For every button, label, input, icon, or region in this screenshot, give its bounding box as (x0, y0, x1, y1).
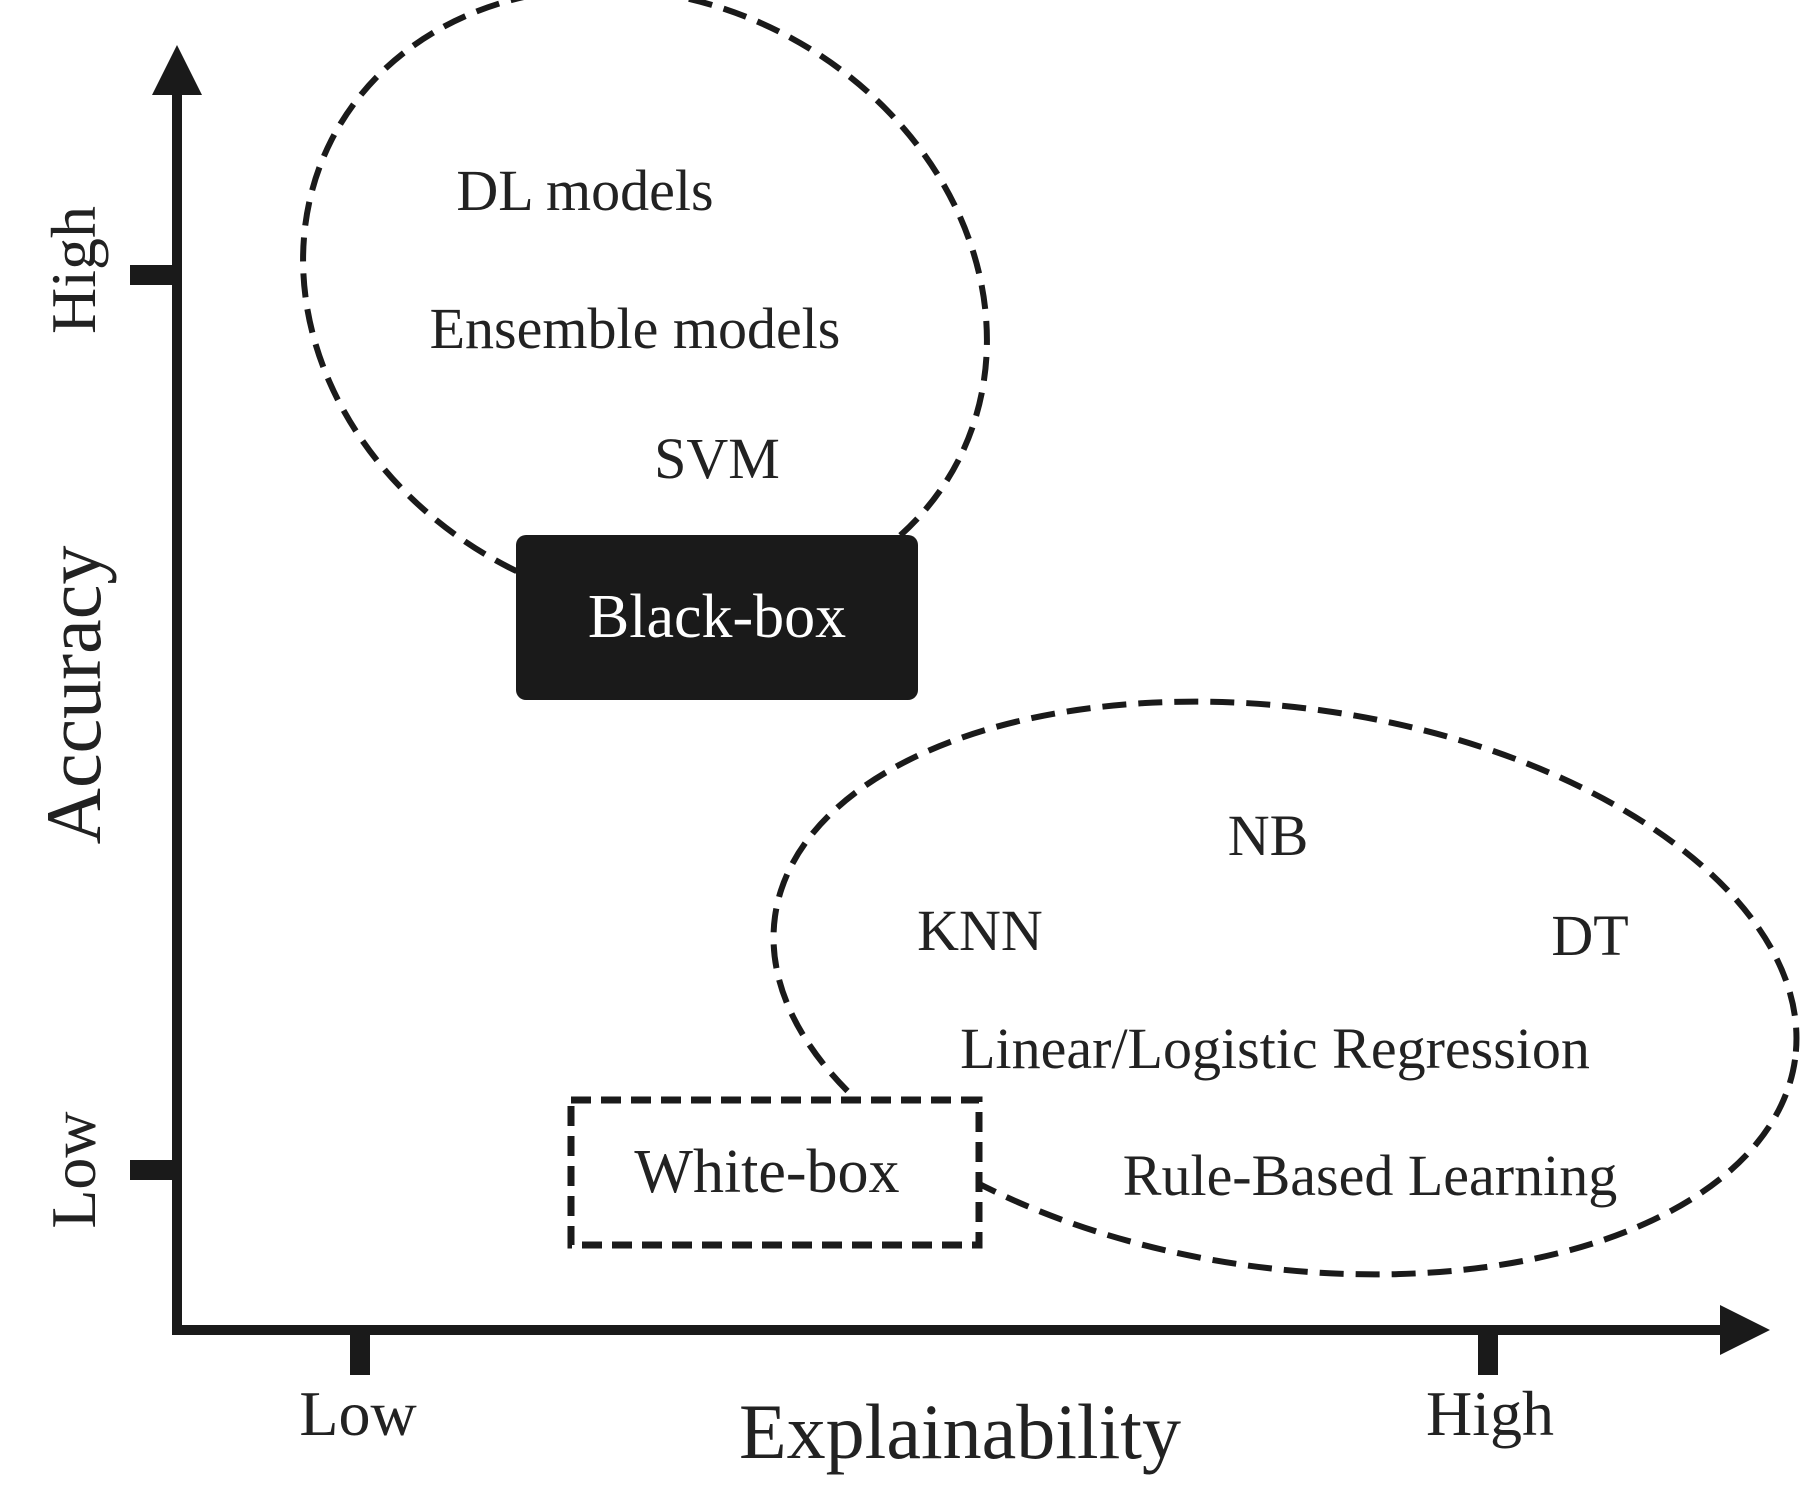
white-box-item: NB (1228, 803, 1309, 868)
black-box-label-box (516, 535, 918, 700)
black-box-item: SVM (654, 426, 780, 491)
black-box-item: DL models (456, 158, 713, 223)
white-box-item: Linear/Logistic Regression (960, 1016, 1590, 1081)
black-box-label: Black-box (588, 583, 846, 651)
x-high-label: High (1426, 1378, 1554, 1449)
y-low-label: Low (38, 1111, 109, 1228)
y-axis-title: Accuracy (30, 546, 117, 845)
white-box-label: White-box (634, 1138, 899, 1206)
white-box-item: Rule-Based Learning (1123, 1143, 1617, 1208)
white-box-item: KNN (917, 898, 1043, 963)
white-box-ellipse (770, 698, 1800, 1278)
x-axis-title: Explainability (739, 1388, 1181, 1475)
y-high-label: High (38, 206, 109, 334)
white-box-item: DT (1551, 903, 1628, 968)
x-low-label: Low (299, 1378, 416, 1449)
black-box-ellipse (300, 0, 990, 615)
black-box-item: Ensemble models (430, 296, 841, 361)
white-box-label-box (567, 1096, 983, 1249)
